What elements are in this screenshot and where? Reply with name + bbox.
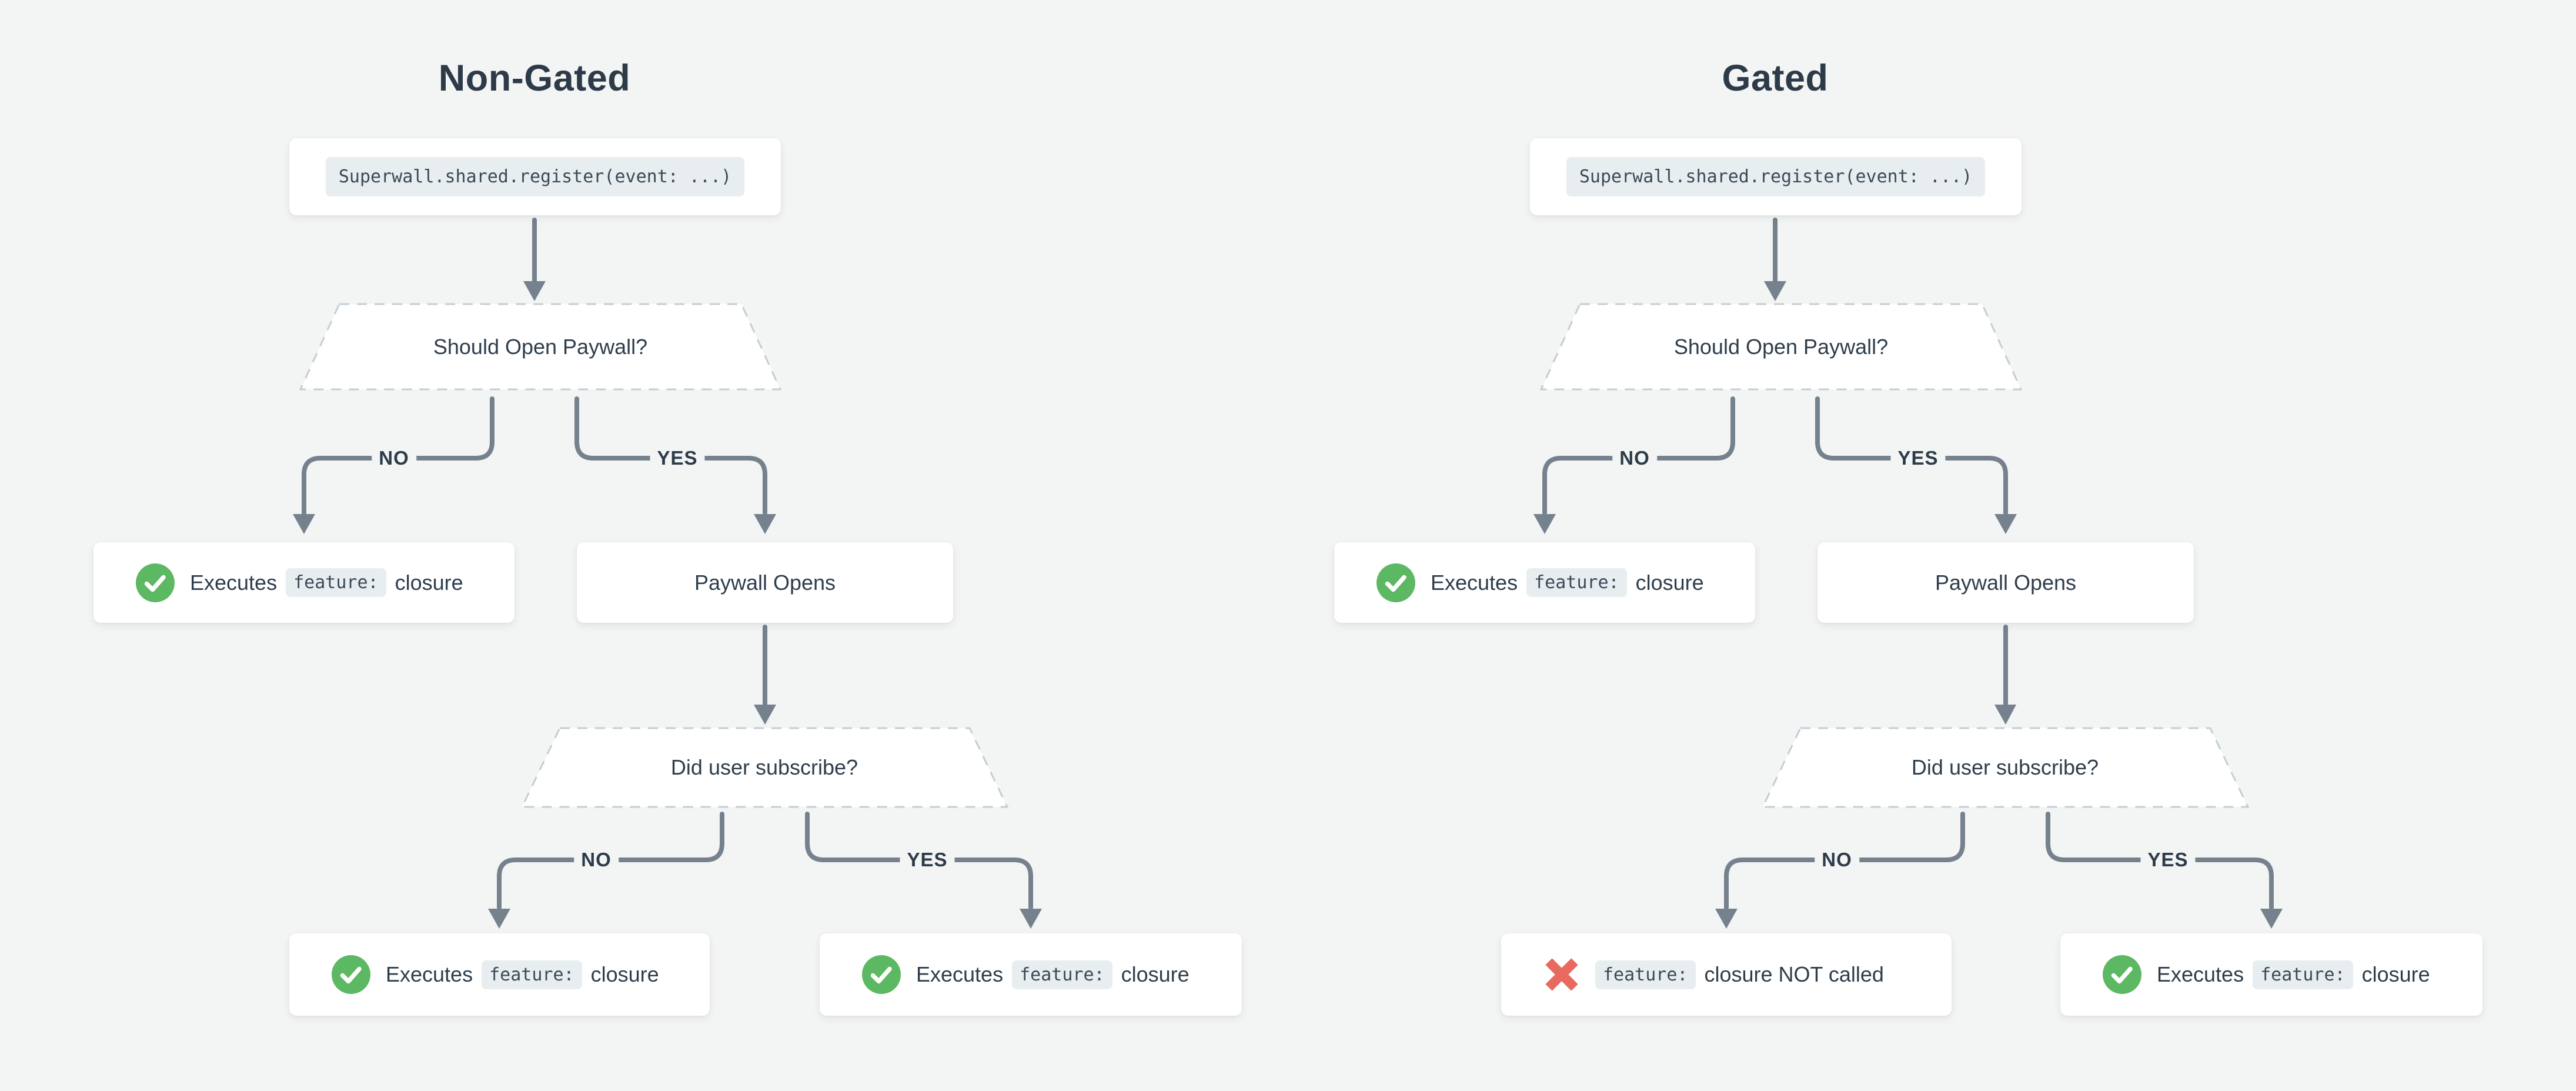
arrowheads xyxy=(1533,281,2283,929)
result-subscribe-no-node: feature: closure NOT called xyxy=(1501,933,1952,1016)
feature-chip: feature: xyxy=(1526,568,1627,597)
arrowhead-icon xyxy=(1994,705,2016,725)
result-text-before: Executes xyxy=(190,570,278,595)
flow-title: Non-Gated xyxy=(438,58,631,99)
feature-chip: feature: xyxy=(286,568,386,597)
arrowhead-icon xyxy=(293,514,315,534)
flow-title: Gated xyxy=(1722,58,1829,99)
branch-yes-label: YES xyxy=(1890,446,1946,471)
paywall-opens-node: Paywall Opens xyxy=(1817,542,2194,623)
code-call-node: Superwall.shared.register(event: ...) xyxy=(1530,138,2022,215)
check-icon xyxy=(1376,563,1415,602)
check-icon xyxy=(136,563,175,602)
result-text-after: closure xyxy=(1635,570,1704,595)
decision-open-paywall-label: Should Open Paywall? xyxy=(1673,335,1889,359)
arrowhead-icon xyxy=(1715,909,1738,929)
decision-trapezoids xyxy=(1539,303,2250,808)
cross-icon xyxy=(1545,958,1578,991)
paywall-opens-label: Paywall Opens xyxy=(694,570,836,595)
branch-no-label: NO xyxy=(1815,848,1859,872)
decision-trapezoid-did-subscribe xyxy=(520,727,1009,808)
result-subscribe-yes-node: Executes feature: closure xyxy=(820,933,1242,1016)
branch-no-label: NO xyxy=(372,446,416,471)
arrowhead-icon xyxy=(1020,909,1042,929)
branch-no-label: NO xyxy=(1612,446,1657,471)
result-text-after: closure xyxy=(395,570,463,595)
arrowhead-icon xyxy=(488,909,510,929)
arrowhead-icon xyxy=(1994,514,2017,534)
result-text-after: closure NOT called xyxy=(1704,962,1884,986)
code-call-text: Superwall.shared.register(event: ...) xyxy=(325,157,745,196)
decision-trapezoids xyxy=(299,303,1009,808)
check-icon xyxy=(2103,955,2141,994)
flow-gated: Gated Superwall.shared.register(event: .… xyxy=(1241,0,2576,1091)
branch-yes-label: YES xyxy=(2140,848,2196,872)
result-no-paywall-node: Executes feature: closure xyxy=(1334,542,1755,623)
arrowhead-icon xyxy=(754,514,776,534)
result-no-paywall-node: Executes feature: closure xyxy=(93,542,514,623)
arrowheads xyxy=(293,281,1042,929)
result-text-after: closure xyxy=(1121,962,1190,986)
check-icon xyxy=(862,955,901,994)
branch-yes-label: YES xyxy=(900,848,955,872)
decision-open-paywall-label: Should Open Paywall? xyxy=(433,335,648,359)
decision-trapezoid-open-paywall xyxy=(299,303,782,391)
result-text-after: closure xyxy=(590,962,659,986)
feature-chip: feature: xyxy=(1595,960,1696,989)
result-text-before: Executes xyxy=(1431,570,1518,595)
code-call-text: Superwall.shared.register(event: ...) xyxy=(1566,157,1986,196)
decision-trapezoid-did-subscribe xyxy=(1761,727,2250,808)
paywall-opens-node: Paywall Opens xyxy=(577,542,953,623)
check-icon xyxy=(332,955,370,994)
decision-trapezoid-open-paywall xyxy=(1539,303,2023,391)
arrowhead-icon xyxy=(754,705,776,725)
result-subscribe-yes-node: Executes feature: closure xyxy=(2060,933,2483,1016)
result-text-before: Executes xyxy=(386,962,473,986)
branch-yes-label: YES xyxy=(650,446,705,471)
result-text-before: Executes xyxy=(2157,962,2244,986)
paywall-opens-label: Paywall Opens xyxy=(1934,570,2077,595)
feature-chip: feature: xyxy=(482,960,582,989)
arrowhead-icon xyxy=(523,281,546,301)
feature-chip: feature: xyxy=(1012,960,1112,989)
result-text-after: closure xyxy=(2361,962,2430,986)
flow-non-gated: Non-Gated Superwall.shared.register(even… xyxy=(93,58,1242,1016)
arrowhead-icon xyxy=(1764,281,1786,301)
branch-no-label: NO xyxy=(574,848,619,872)
decision-did-subscribe-label: Did user subscribe? xyxy=(1911,755,2099,779)
result-subscribe-no-node: Executes feature: closure xyxy=(289,933,710,1016)
arrowhead-icon xyxy=(1533,514,1556,534)
decision-did-subscribe-label: Did user subscribe? xyxy=(670,755,858,779)
arrowhead-icon xyxy=(2260,909,2283,929)
non-gated-connector-layer xyxy=(293,218,1042,929)
result-text-before: Executes xyxy=(916,962,1004,986)
code-call-node: Superwall.shared.register(event: ...) xyxy=(289,138,781,215)
feature-chip: feature: xyxy=(2253,960,2353,989)
